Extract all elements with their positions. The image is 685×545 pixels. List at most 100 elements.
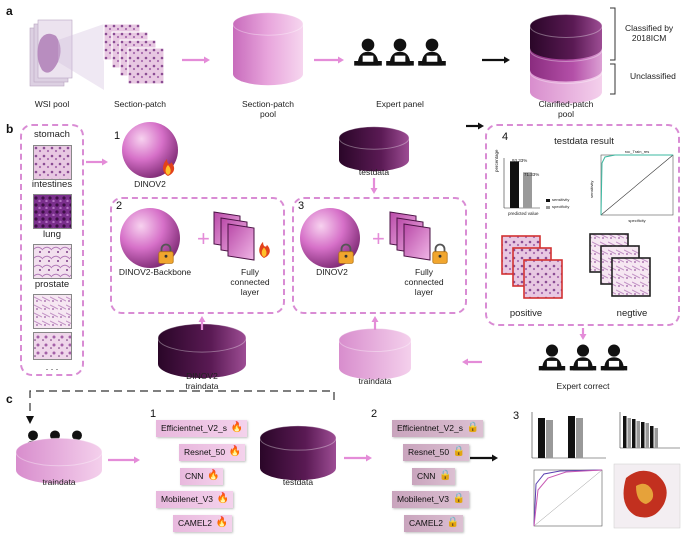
- expert-person-2-head: [393, 38, 407, 52]
- arrow-traindata-up-head: [371, 316, 379, 322]
- expert-person-1: [354, 38, 382, 66]
- arrow-c1-head: [134, 456, 140, 464]
- arrow-expert-to-traindata: [462, 358, 482, 366]
- fire-icon: 🔥: [228, 446, 242, 457]
- model-cnn-train: CNN🔥: [180, 468, 224, 485]
- c-step-1-number: 1: [150, 408, 157, 420]
- step-2-number: 2: [116, 200, 123, 212]
- c-bar2-0: [623, 416, 627, 448]
- tissue-label-stomach: stomach: [34, 129, 70, 140]
- arrow-dinov2-traindata-up-head: [198, 316, 206, 322]
- arrow-traindata-up: [371, 316, 379, 330]
- section-patch-pool-cylinder-top: [232, 12, 304, 36]
- zoom-fan: [58, 24, 104, 90]
- expert-correct-person-1: [538, 344, 566, 371]
- arrow-testdata-to-step3-head: [370, 188, 378, 194]
- section-patch-stack: [103, 23, 165, 85]
- c-testdata-cylinder-top: [259, 425, 337, 451]
- tissue-dataset-box: [20, 124, 84, 376]
- panel-label-b: b: [6, 122, 14, 136]
- wsi-tissue-shape: [37, 33, 61, 73]
- bar-0: [510, 161, 519, 208]
- tissue-ellipsis: . . .: [45, 362, 59, 372]
- c-bar2-7: [654, 428, 658, 448]
- arrow-c2: [344, 454, 372, 462]
- dinov2-step3-label: DINOV2: [316, 267, 348, 277]
- fire-icon: [163, 159, 175, 176]
- feedback-dashed-line: [29, 390, 335, 418]
- lung-tissue-image: [33, 244, 72, 279]
- arrow-testdata-to-step3: [370, 178, 378, 194]
- model-efficientnet-test: Efficientnet_V2_s🔒: [392, 420, 483, 437]
- c-step-3-number: 3: [513, 410, 520, 422]
- fully-connected-cards-3: [389, 211, 431, 261]
- arrow-a3: [482, 56, 510, 64]
- arrow-a1-head: [204, 56, 210, 64]
- bracket-unclassified: [610, 63, 616, 95]
- step-4-number: 4: [502, 131, 509, 143]
- c-results: [528, 410, 681, 529]
- fire-icon: 🔥: [215, 517, 229, 528]
- c-roc-curve-1: [533, 469, 603, 527]
- negtive-patches: [589, 233, 651, 297]
- bar-chart: [503, 158, 550, 209]
- fire-icon: 🔥: [216, 493, 229, 504]
- arrow-to-step4-head: [478, 122, 484, 130]
- dinov2-traindata-label: DINOV2 traindata: [185, 371, 219, 391]
- arrow-c3: [470, 454, 498, 462]
- expert-correct-person-3-laptop: [608, 360, 620, 368]
- dinov2-traindata-cylinder: [157, 323, 247, 379]
- expert-correct-person-2-head: [576, 344, 590, 357]
- intestines-tissue-image: [33, 194, 72, 229]
- lock-icon: [338, 243, 354, 264]
- expert-person-3-desk: [418, 61, 446, 66]
- c-bar2-3: [636, 421, 640, 448]
- expert-correct-label: Expert correct: [556, 381, 610, 391]
- expert-person-1-desk: [354, 61, 382, 66]
- fully-connected-label: Fully connected layer: [230, 267, 270, 297]
- fire-icon-inner: [165, 165, 171, 175]
- traindata-cylinder-top: [338, 327, 412, 353]
- c-person-2-head: [50, 430, 60, 441]
- c-person-1-head: [28, 430, 38, 441]
- bar-data-label-1: 93.33%: [512, 158, 528, 163]
- fire-icon: [259, 241, 270, 258]
- testdata-cylinder-top: [338, 126, 410, 150]
- prostate-tissue-image: [33, 294, 72, 329]
- unclassified-label: Unclassified: [630, 71, 676, 81]
- plus-sign-3: +: [372, 226, 385, 251]
- wsi-pool-label: WSI pool: [34, 99, 70, 109]
- section-patch-pool-cylinder-body: [233, 24, 303, 86]
- section-patch-pool-label: Section-patch pool: [242, 99, 294, 119]
- traindata-label: traindata: [358, 376, 392, 386]
- roc-chart: [600, 154, 674, 216]
- model-mobilenet-train: Mobilenet_V3🔥: [156, 491, 233, 508]
- classified-layer-1-top: [529, 13, 603, 39]
- lock-icon: [432, 243, 448, 264]
- section-patch-label: Section-patch: [114, 99, 166, 109]
- bar-xlabel: predicted value: [508, 211, 539, 216]
- tissue-label-prostate: prostate: [34, 279, 70, 290]
- testdata-label: testdata: [358, 167, 390, 177]
- arrow-a3-head: [504, 56, 510, 64]
- tissue-label-lung: lung: [43, 229, 61, 240]
- expert-correct-person-3: [600, 344, 628, 371]
- arrow-c2-head: [366, 454, 372, 462]
- model-resnet-train: Resnet_50🔥: [179, 444, 246, 461]
- c-testdata-cylinder: [259, 425, 337, 481]
- bar-legend-1: sensitivity: [552, 197, 570, 202]
- lock-icon-keyhole: [164, 254, 168, 258]
- expert-person-2-laptop: [393, 54, 407, 63]
- expert-correct-person-3-head: [607, 344, 621, 357]
- traindata-cylinder: [338, 327, 412, 380]
- lock-icon-shackle: [340, 243, 352, 253]
- expert-correct-person-3-desk: [600, 366, 628, 371]
- c-bar2-5: [645, 423, 649, 448]
- bracket-classified: [610, 7, 616, 61]
- fully-connected-cards-2: [213, 211, 255, 261]
- lock-icon: 🔒: [466, 422, 479, 433]
- model-camel2-train: CAMEL2🔥: [173, 515, 233, 532]
- lock-icon-shackle: [434, 243, 446, 253]
